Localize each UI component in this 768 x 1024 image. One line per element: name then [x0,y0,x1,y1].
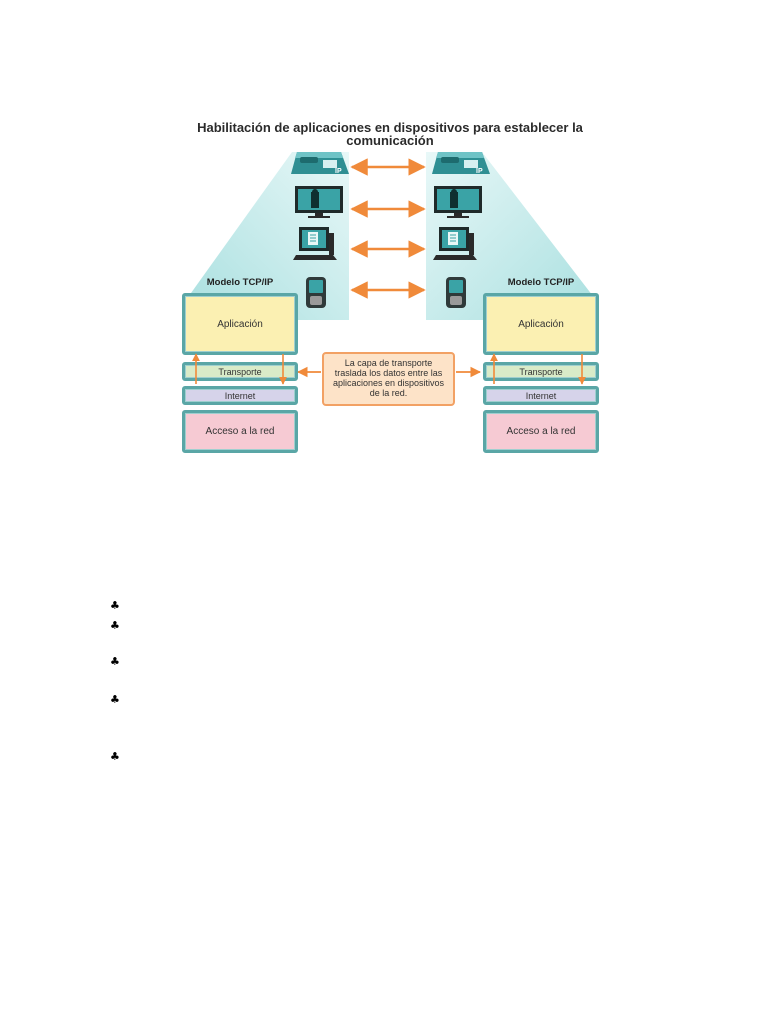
left-application-layer: Aplicación [182,293,298,355]
title-line-1: Habilitación de aplicaciones en disposit… [197,120,583,135]
right-transport-layer: Transporte [483,362,599,381]
video-monitor-icon [434,186,482,218]
bullet-marker: ♣ [110,693,120,706]
right-tcpip-stack: Aplicación Transporte Internet Acceso a … [483,293,599,453]
right-network-access-layer: Acceso a la red [483,410,599,453]
right-internet-layer: Internet [483,386,599,405]
pda-icon [306,277,326,308]
bullet-marker: ♣ [110,619,120,632]
svg-text:IP: IP [476,168,483,175]
transport-callout: La capa de transporte traslada los datos… [322,352,455,406]
callout-line-1: La capa de transporte [344,358,433,368]
callout-line-2: traslada los datos entre las [334,368,443,378]
svg-text:IP: IP [335,168,342,175]
right-model-label: Modelo TCP/IP [507,277,575,288]
tcp-ip-diagram: IP IP [0,0,768,470]
title-line-2: comunicación [346,133,434,148]
callout-line-3: aplicaciones en dispositivos [332,378,445,388]
bullet-marker: ♣ [110,655,120,668]
ip-phone-icon: IP [432,152,490,175]
bullet-marker: ♣ [110,599,120,612]
bullet-marker: ♣ [110,750,120,763]
diagram-graphics: IP IP [186,152,596,378]
left-tcpip-stack: Aplicación Transporte Internet Acceso a … [182,293,298,453]
left-internet-layer: Internet [182,386,298,405]
computer-icon [293,227,337,260]
left-transport-layer: Transporte [182,362,298,381]
pda-icon [446,277,466,308]
callout-line-4: de la red. [369,388,408,398]
computer-icon [433,227,477,260]
left-model-label: Modelo TCP/IP [206,277,274,288]
left-network-access-layer: Acceso a la red [182,410,298,453]
video-monitor-icon [295,186,343,218]
right-application-layer: Aplicación [483,293,599,355]
diagram-title: Habilitación de aplicaciones en disposit… [180,121,600,147]
ip-phone-icon: IP [291,152,349,175]
stack-arrows [192,353,586,385]
